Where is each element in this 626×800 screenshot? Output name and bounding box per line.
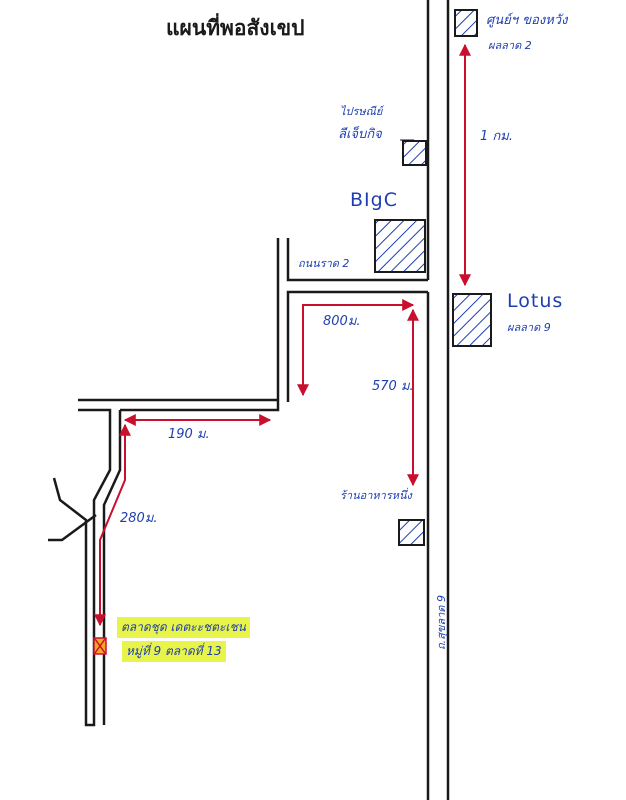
distance-280m: 280ม. bbox=[120, 511, 158, 526]
distance-570m: 570 ม. bbox=[372, 379, 414, 394]
building-bottom-shop bbox=[398, 519, 425, 546]
distance-1km: 1 กม. bbox=[480, 129, 513, 144]
label-bigc: BIgC bbox=[350, 189, 398, 211]
label-lotus-sub: ผลลาด 9 bbox=[507, 321, 551, 334]
building-top-right bbox=[454, 9, 478, 37]
side-road-lower bbox=[48, 290, 428, 727]
label-post-office-1: ไปรษณีย์ bbox=[340, 105, 383, 118]
label-lotus: Lotus bbox=[507, 290, 564, 312]
arrow-280m bbox=[94, 423, 131, 627]
arrow-800m bbox=[297, 299, 415, 397]
route-arrows bbox=[94, 43, 471, 627]
label-side-soi: ถนนราด 2 bbox=[298, 257, 350, 270]
building-bigc bbox=[374, 219, 426, 273]
building-post-office bbox=[402, 140, 427, 166]
destination-label-1: ตลาดชุด เดตะะชตะเชน bbox=[117, 617, 250, 638]
destination-marker bbox=[93, 637, 107, 655]
road-label: ถ.สุขลาด 9 bbox=[435, 595, 448, 650]
main-road bbox=[426, 0, 450, 800]
distance-800m: 800ม. bbox=[323, 314, 361, 329]
page-title: แผนที่พอสังเขป bbox=[166, 16, 305, 40]
label-top-right-1: ศูนย์ฯ ของหวัง bbox=[486, 13, 568, 28]
side-road-upper bbox=[276, 238, 428, 402]
label-bottom-shop: ร้านอาหารหนึ่ง bbox=[340, 489, 412, 502]
building-lotus bbox=[452, 293, 492, 347]
distance-190m: 190 ม. bbox=[168, 427, 210, 442]
destination-label-2: หมู่ที่ 9 ตลาดที่ 13 bbox=[122, 641, 226, 662]
label-top-right-2: ผลลาด 2 bbox=[488, 39, 532, 52]
label-post-office-2: ลีเจ็บกิจ bbox=[338, 127, 382, 142]
